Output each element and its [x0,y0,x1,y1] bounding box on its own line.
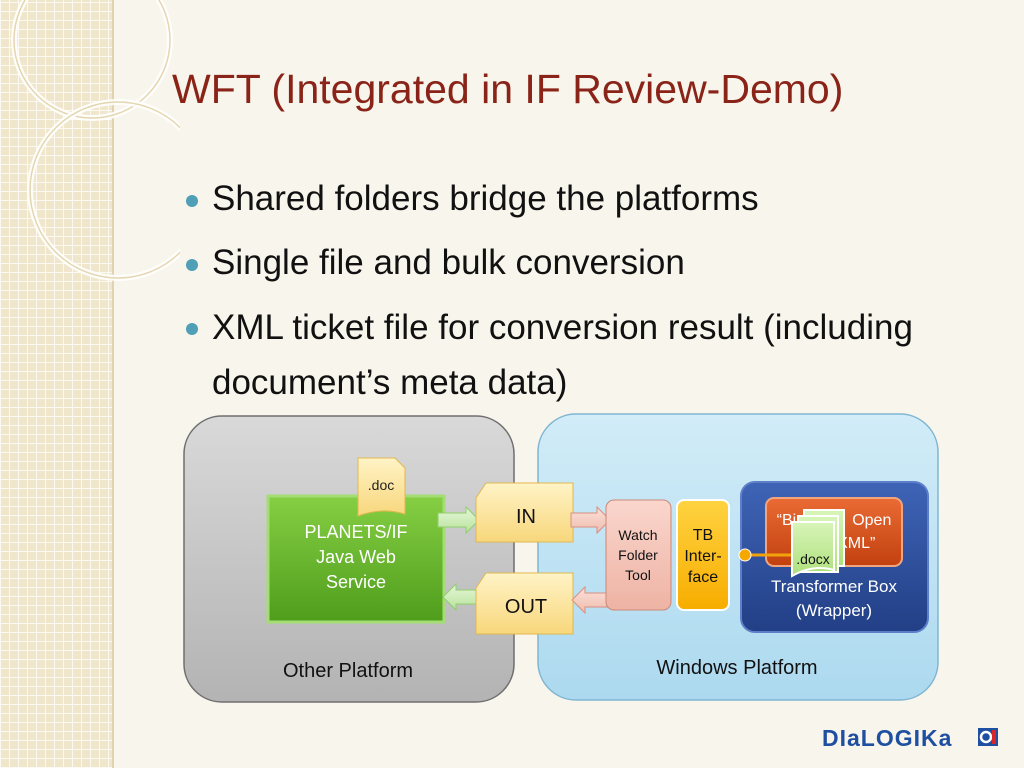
tb-interface-box: TB Inter- face [676,499,730,611]
bullet-item: Single file and bulk conversion [186,236,986,290]
arrow-in-to-watch [570,505,611,535]
in-folder: IN [475,482,574,543]
slide-title: WFT (Integrated in IF Review-Demo) [172,66,844,112]
arrow-to-in [437,505,480,535]
transformer-label-line2: (Wrapper) [796,601,872,620]
bullet-item: XML ticket file for conversion result (i… [186,300,986,410]
doc-file-icon: .doc [357,457,406,517]
planets-label-line3: Service [326,572,386,592]
in-label: IN [516,506,536,528]
windows-platform-label: Windows Platform [656,657,817,679]
other-platform-label: Other Platform [283,660,413,682]
bullet-list: Shared folders bridge the platforms Sing… [186,172,986,420]
sidebar-edge [112,0,114,768]
tb-label-line3: face [688,569,718,586]
docx-label: .docx [796,551,829,567]
planets-label-line2: Java Web [316,547,396,567]
watch-label-line1: Watch [618,527,657,543]
dialogika-logo: DIaLOGIKa [822,725,953,751]
planets-service-box: PLANETS/IF Java Web Service [266,494,446,624]
logo-mark-icon [978,728,998,746]
watch-label-line3: Tool [625,567,651,583]
arrow-watch-to-out [571,585,612,615]
tb-label-line1: TB [693,527,713,544]
transformer-label-line1: Transformer Box [771,577,897,596]
planets-label-line1: PLANETS/IF [304,522,407,542]
out-folder: OUT [475,572,574,635]
watch-folder-tool-box: Watch Folder Tool [605,499,672,611]
docx-file-stack: .docx [791,509,845,578]
tb-label-line2: Inter- [684,548,721,565]
bullet-item: Shared folders bridge the platforms [186,172,986,226]
doc-label: .doc [368,477,394,493]
out-label: OUT [505,596,547,618]
decorative-circles [11,0,180,281]
connector-dot [738,548,752,562]
watch-label-line2: Folder [618,547,658,563]
